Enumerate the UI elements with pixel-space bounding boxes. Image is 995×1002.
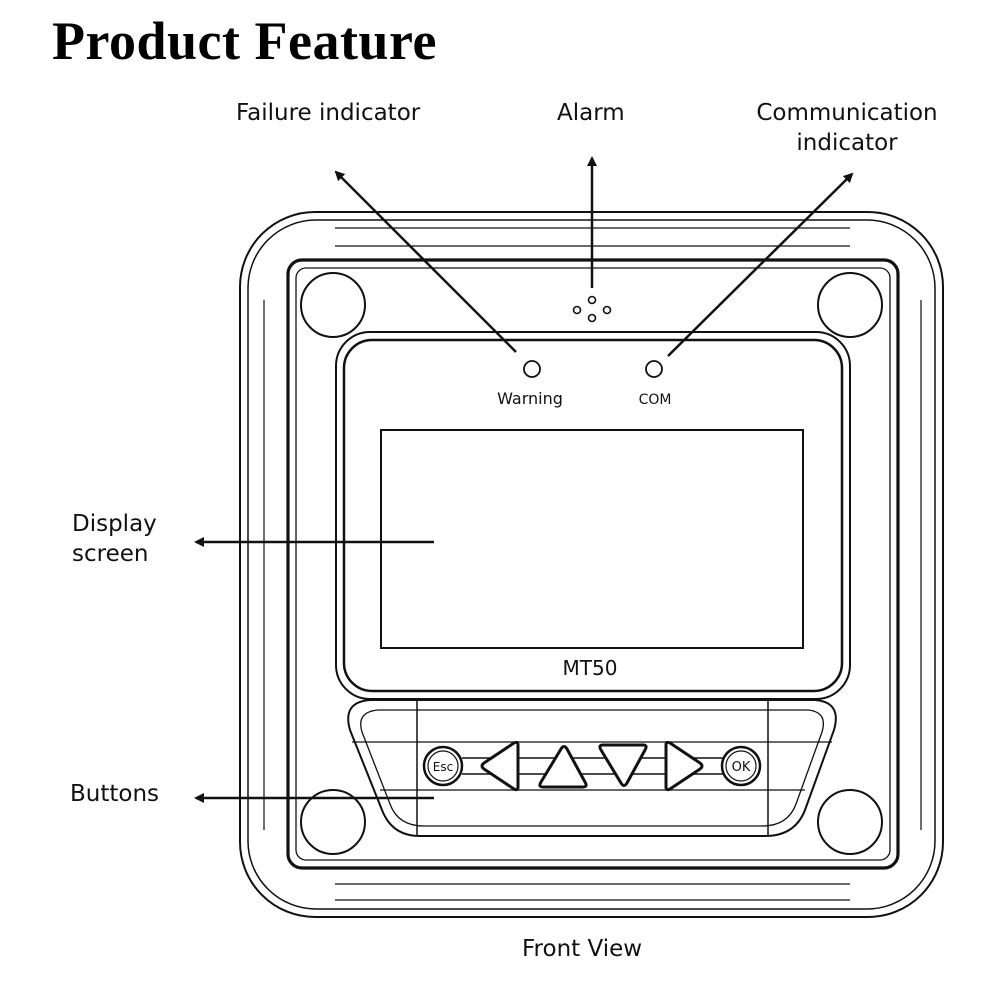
down-triangle-icon [598,743,648,787]
warning-led [523,360,541,378]
com-led [645,360,663,378]
esc-button-label: Esc [433,760,453,774]
communication-label-line1: Communication [756,100,938,126]
display-label-line1: Display [72,511,157,537]
display-screen-label: Display screen [72,509,157,569]
communication-indicator-arrow [667,172,854,357]
front-view-caption: Front View [522,936,643,962]
right-button[interactable] [664,740,704,792]
left-triangle-icon [480,740,520,792]
warning-led-label: Warning [497,389,563,408]
model-label: MT50 [563,656,618,680]
com-led-label: COM [639,392,672,408]
display-label-line2: screen [72,541,149,567]
page-heading: Product Feature [52,11,437,71]
left-button[interactable] [480,740,520,792]
right-triangle-icon [664,740,704,792]
keypad-panel [347,699,837,837]
communication-label-line2: indicator [796,130,898,156]
down-button[interactable] [598,743,648,787]
ok-button[interactable]: OK [720,745,762,787]
alarm-speaker-holes [572,295,612,323]
screw-hole-top-right [817,272,883,338]
failure-indicator-arrow [334,170,517,353]
screw-hole-bottom-right [817,789,883,855]
outer-housing [239,211,944,918]
esc-button[interactable]: Esc [422,745,464,787]
screw-hole-bottom-left [300,789,366,855]
housing-inner-rim [247,219,936,910]
display-bezel [335,331,851,700]
communication-indicator-label: Communication indicator [748,98,946,158]
up-button[interactable] [538,745,588,789]
up-triangle-icon [538,745,588,789]
buttons-label: Buttons [70,781,160,807]
ok-button-label: OK [732,760,751,775]
screw-hole-top-left [300,272,366,338]
display-screen [380,429,804,649]
failure-indicator-label: Failure indicator [236,100,421,126]
alarm-label: Alarm [557,100,625,126]
